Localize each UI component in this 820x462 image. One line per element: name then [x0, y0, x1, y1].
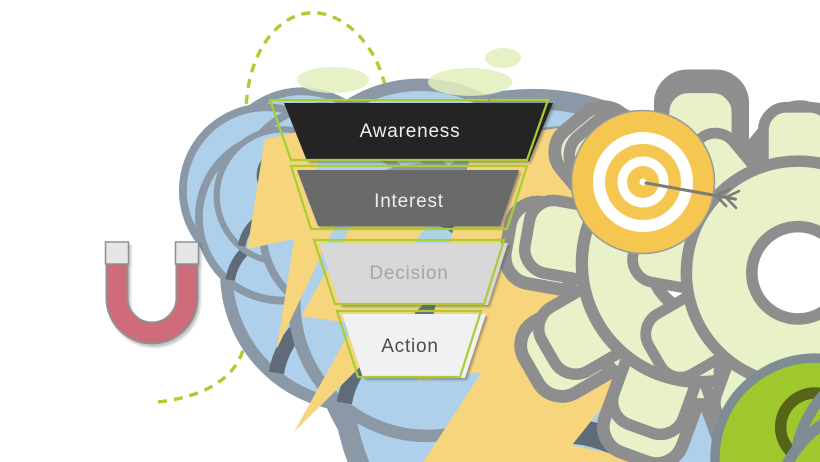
funnel-stage-awareness: Awareness — [268, 98, 553, 162]
magnet-tip — [104, 241, 130, 265]
dashed-flow-path-left — [157, 11, 388, 404]
stage-label-decision: Decision — [369, 263, 448, 284]
target-icon — [570, 109, 741, 255]
funnel-stage-interest: Interest — [289, 164, 529, 231]
stage-shape — [297, 170, 519, 226]
stage-shape — [319, 243, 508, 305]
stage-outline — [268, 98, 550, 162]
stage-outline — [312, 238, 506, 306]
gears — [297, 48, 820, 462]
funnel-stage-decision: Decision — [312, 238, 508, 306]
tick-mark — [487, 95, 499, 102]
arrow-icon — [644, 181, 741, 210]
funnel-stage-action: Action — [335, 309, 486, 379]
stage-shape — [342, 314, 486, 378]
stage-outline — [335, 309, 483, 379]
stage-outline — [289, 164, 529, 231]
magnet-tip — [174, 241, 200, 265]
stage-label-interest: Interest — [374, 191, 444, 212]
stage-shape — [284, 103, 553, 161]
funnel: Awareness Interest Decision Action — [268, 95, 553, 379]
magnet-icon — [104, 241, 200, 345]
stage-label-action: Action — [381, 336, 439, 357]
stage-label-awareness: Awareness — [360, 121, 461, 142]
